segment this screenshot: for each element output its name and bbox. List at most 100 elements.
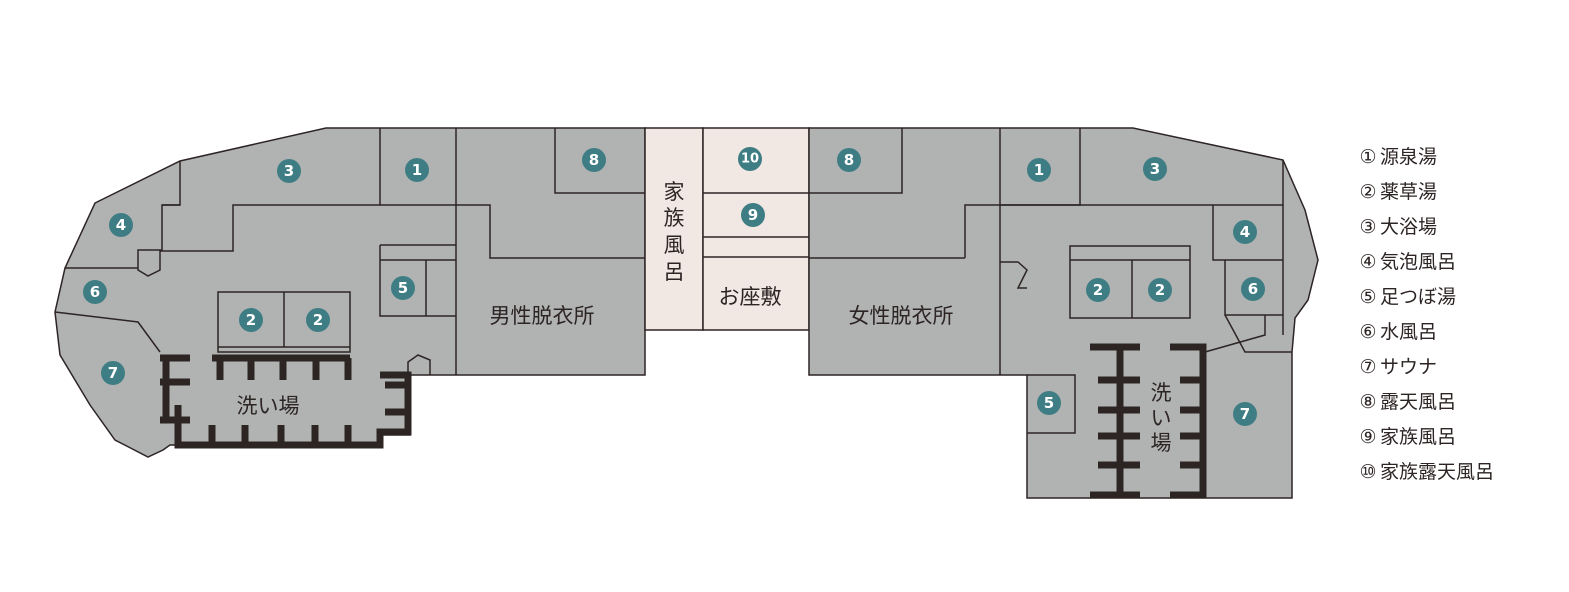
legend-label: 水風呂 (1380, 321, 1438, 343)
male-bath-area (54, 127, 646, 458)
marker-mizuburo: 6 (1241, 277, 1265, 301)
marker-circle (1027, 158, 1051, 182)
legend-label: 家族露天風呂 (1380, 461, 1495, 483)
marker-circle (391, 276, 415, 300)
male-changing-room-label: 男性脱衣所 (490, 304, 595, 328)
legend-label: サウナ (1380, 356, 1438, 378)
marker-number: 7 (1240, 405, 1250, 423)
legend-number: ⑧ (1359, 391, 1377, 413)
marker-circle (239, 308, 263, 332)
svg-text:場: 場 (1151, 431, 1172, 455)
family-bath-vertical-label: 家 族 風 呂 (664, 180, 685, 284)
svg-text:呂: 呂 (664, 260, 685, 284)
center-facility-markers: 10 9 (738, 147, 765, 227)
marker-rotenburo: 8 (582, 148, 606, 172)
marker-kazokuburo: 9 (741, 203, 765, 227)
female-wash-area-vertical-label: 洗 い 場 (1151, 381, 1172, 455)
legend-number: ③ (1359, 216, 1377, 238)
marker-mizuburo: 6 (83, 280, 107, 304)
marker-number: 6 (1248, 280, 1258, 298)
marker-circle (1233, 220, 1257, 244)
svg-text:族: 族 (664, 206, 685, 230)
marker-circle (306, 308, 330, 332)
marker-number: 2 (1093, 281, 1103, 299)
marker-number: 3 (1150, 160, 1160, 178)
marker-number: 3 (284, 162, 294, 180)
legend-number: ⑩ (1359, 461, 1377, 483)
legend-number: ⑥ (1359, 321, 1377, 343)
legend-label: 家族風呂 (1380, 426, 1457, 448)
marker-circle (277, 159, 301, 183)
legend-label: 薬草湯 (1380, 181, 1438, 203)
legend-label: 大浴場 (1380, 216, 1438, 238)
marker-circle (741, 203, 765, 227)
female-bath-area (808, 127, 1319, 499)
marker-gensen: 1 (405, 158, 429, 182)
legend-number: ④ (1359, 251, 1377, 273)
marker-number: 1 (412, 161, 422, 179)
marker-kihoburo: 4 (1233, 220, 1257, 244)
family-bath-corridor (644, 127, 704, 331)
marker-circle (837, 148, 861, 172)
marker-yakusoyu: 2 (1086, 278, 1110, 302)
female-facility-markers: 8 1 3 4 2 2 6 5 7 (837, 148, 1265, 426)
marker-number: 2 (313, 311, 323, 329)
legend-label: 足つぼ湯 (1380, 286, 1457, 308)
marker-number: 2 (1155, 281, 1165, 299)
marker-number: 1 (1034, 161, 1044, 179)
marker-number: 9 (748, 206, 758, 224)
marker-number: 10 (741, 152, 759, 167)
marker-circle (1037, 391, 1061, 415)
marker-circle (1233, 402, 1257, 426)
marker-kazoku-rotenburo: 10 (738, 147, 762, 171)
legend-number: ⑦ (1359, 356, 1377, 378)
marker-daiyokujo: 3 (1143, 157, 1167, 181)
marker-circle (83, 280, 107, 304)
marker-circle (101, 361, 125, 385)
marker-number: 5 (398, 279, 408, 297)
marker-gensen: 1 (1027, 158, 1051, 182)
marker-number: 6 (90, 283, 100, 301)
legend-label: 源泉湯 (1380, 146, 1438, 168)
male-wash-area-label: 洗い場 (237, 394, 300, 418)
marker-number: 2 (246, 311, 256, 329)
marker-yakusoyu: 2 (1148, 278, 1172, 302)
marker-yakusoyu: 2 (306, 308, 330, 332)
marker-number: 5 (1044, 394, 1054, 412)
marker-circle (1148, 278, 1172, 302)
center-family-area (644, 127, 810, 331)
marker-number: 8 (589, 151, 599, 169)
female-changing-room-label: 女性脱衣所 (849, 304, 954, 328)
svg-text:風: 風 (664, 233, 685, 257)
ozashiki-room-label: お座敷 (719, 285, 782, 309)
marker-circle (582, 148, 606, 172)
marker-number: 8 (844, 151, 854, 169)
marker-kihoburo: 4 (109, 213, 133, 237)
legend-number: ⑤ (1359, 286, 1377, 308)
legend-label: 気泡風呂 (1380, 251, 1457, 273)
legend-label: 露天風呂 (1380, 391, 1457, 413)
marker-number: 4 (116, 216, 126, 234)
svg-text:い: い (1151, 406, 1172, 430)
marker-daiyokujo: 3 (277, 159, 301, 183)
marker-circle (738, 147, 762, 171)
legend-number: ⑨ (1359, 426, 1377, 448)
legend-number: ① (1359, 146, 1377, 168)
marker-rotenburo: 8 (837, 148, 861, 172)
marker-yakusoyu: 2 (239, 308, 263, 332)
marker-sauna: 7 (1233, 402, 1257, 426)
marker-circle (1241, 277, 1265, 301)
marker-circle (109, 213, 133, 237)
